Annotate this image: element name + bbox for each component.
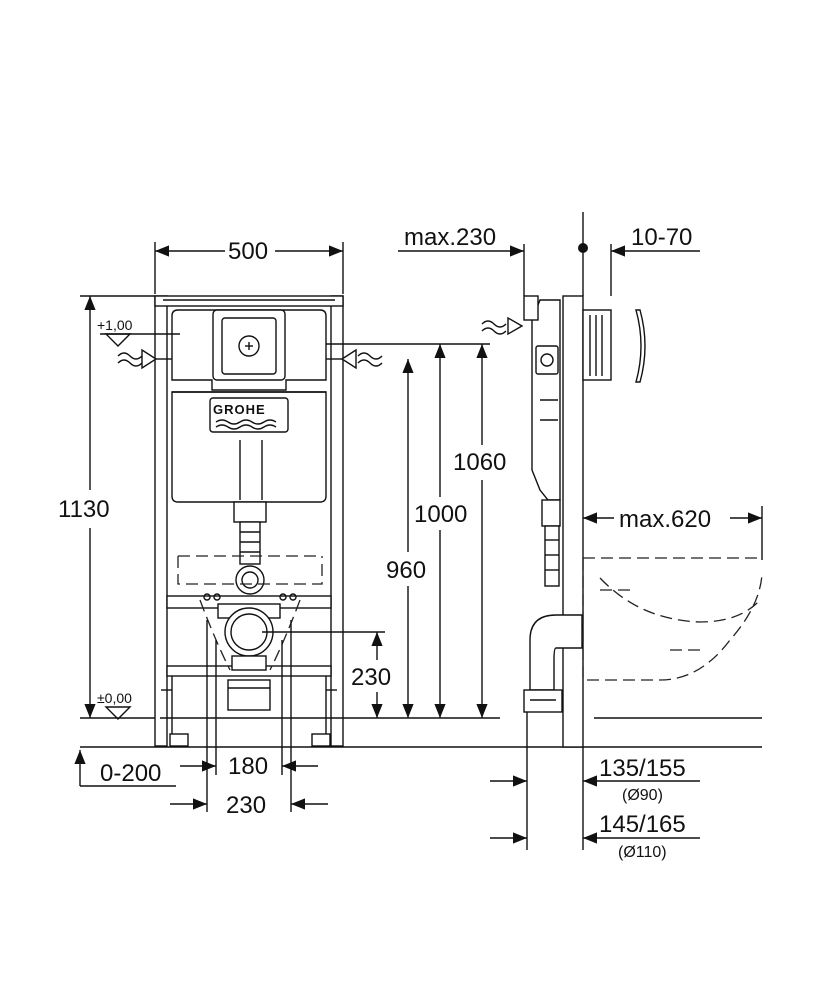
- dim-width: 500: [228, 238, 268, 265]
- dim-frame-1000: 1000: [414, 501, 467, 528]
- dim-diam-90: (Ø90): [622, 787, 663, 804]
- cistern-side: [523, 295, 561, 587]
- flush-plate-side: [582, 309, 646, 383]
- dim-foot-adjust: 0-200: [100, 760, 161, 787]
- dim-spacing-230: 230: [226, 792, 266, 819]
- front-view: GROHE: [58, 238, 520, 819]
- cistern: GROHE: [171, 309, 327, 595]
- dim-depth-110: 145/165: [599, 811, 686, 838]
- mounting-frame: [154, 295, 344, 747]
- dim-diam-110: (Ø110): [618, 844, 667, 861]
- drain-pipe-side: [523, 614, 583, 713]
- level-top: +1,00: [97, 317, 133, 333]
- level-floor: ±0,00: [97, 690, 132, 706]
- dim-height-total: 1130: [58, 496, 110, 523]
- wc-outline-front: [177, 555, 323, 671]
- dim-depth-90: 135/155: [599, 755, 686, 782]
- dim-max-620: max.620: [619, 506, 711, 533]
- dim-max-230: max.230: [404, 224, 496, 251]
- dim-wall-10-70: 10-70: [631, 224, 692, 251]
- brand-logo: GROHE: [213, 402, 266, 417]
- dim-inlet-1060: 1060: [453, 449, 506, 476]
- side-view: max.230 10-70 max.620 135/155 (Ø90) 145/…: [398, 212, 763, 861]
- dim-spacing-180: 180: [228, 753, 268, 780]
- dim-drain-230: 230: [351, 664, 391, 691]
- water-inlet-left: [117, 348, 172, 370]
- drain-pipe-front: [203, 593, 297, 711]
- water-inlet-right: [326, 348, 383, 370]
- frame-post-side: [562, 295, 584, 748]
- wc-outline-side: [582, 557, 763, 681]
- dim-inlet-960: 960: [386, 557, 426, 584]
